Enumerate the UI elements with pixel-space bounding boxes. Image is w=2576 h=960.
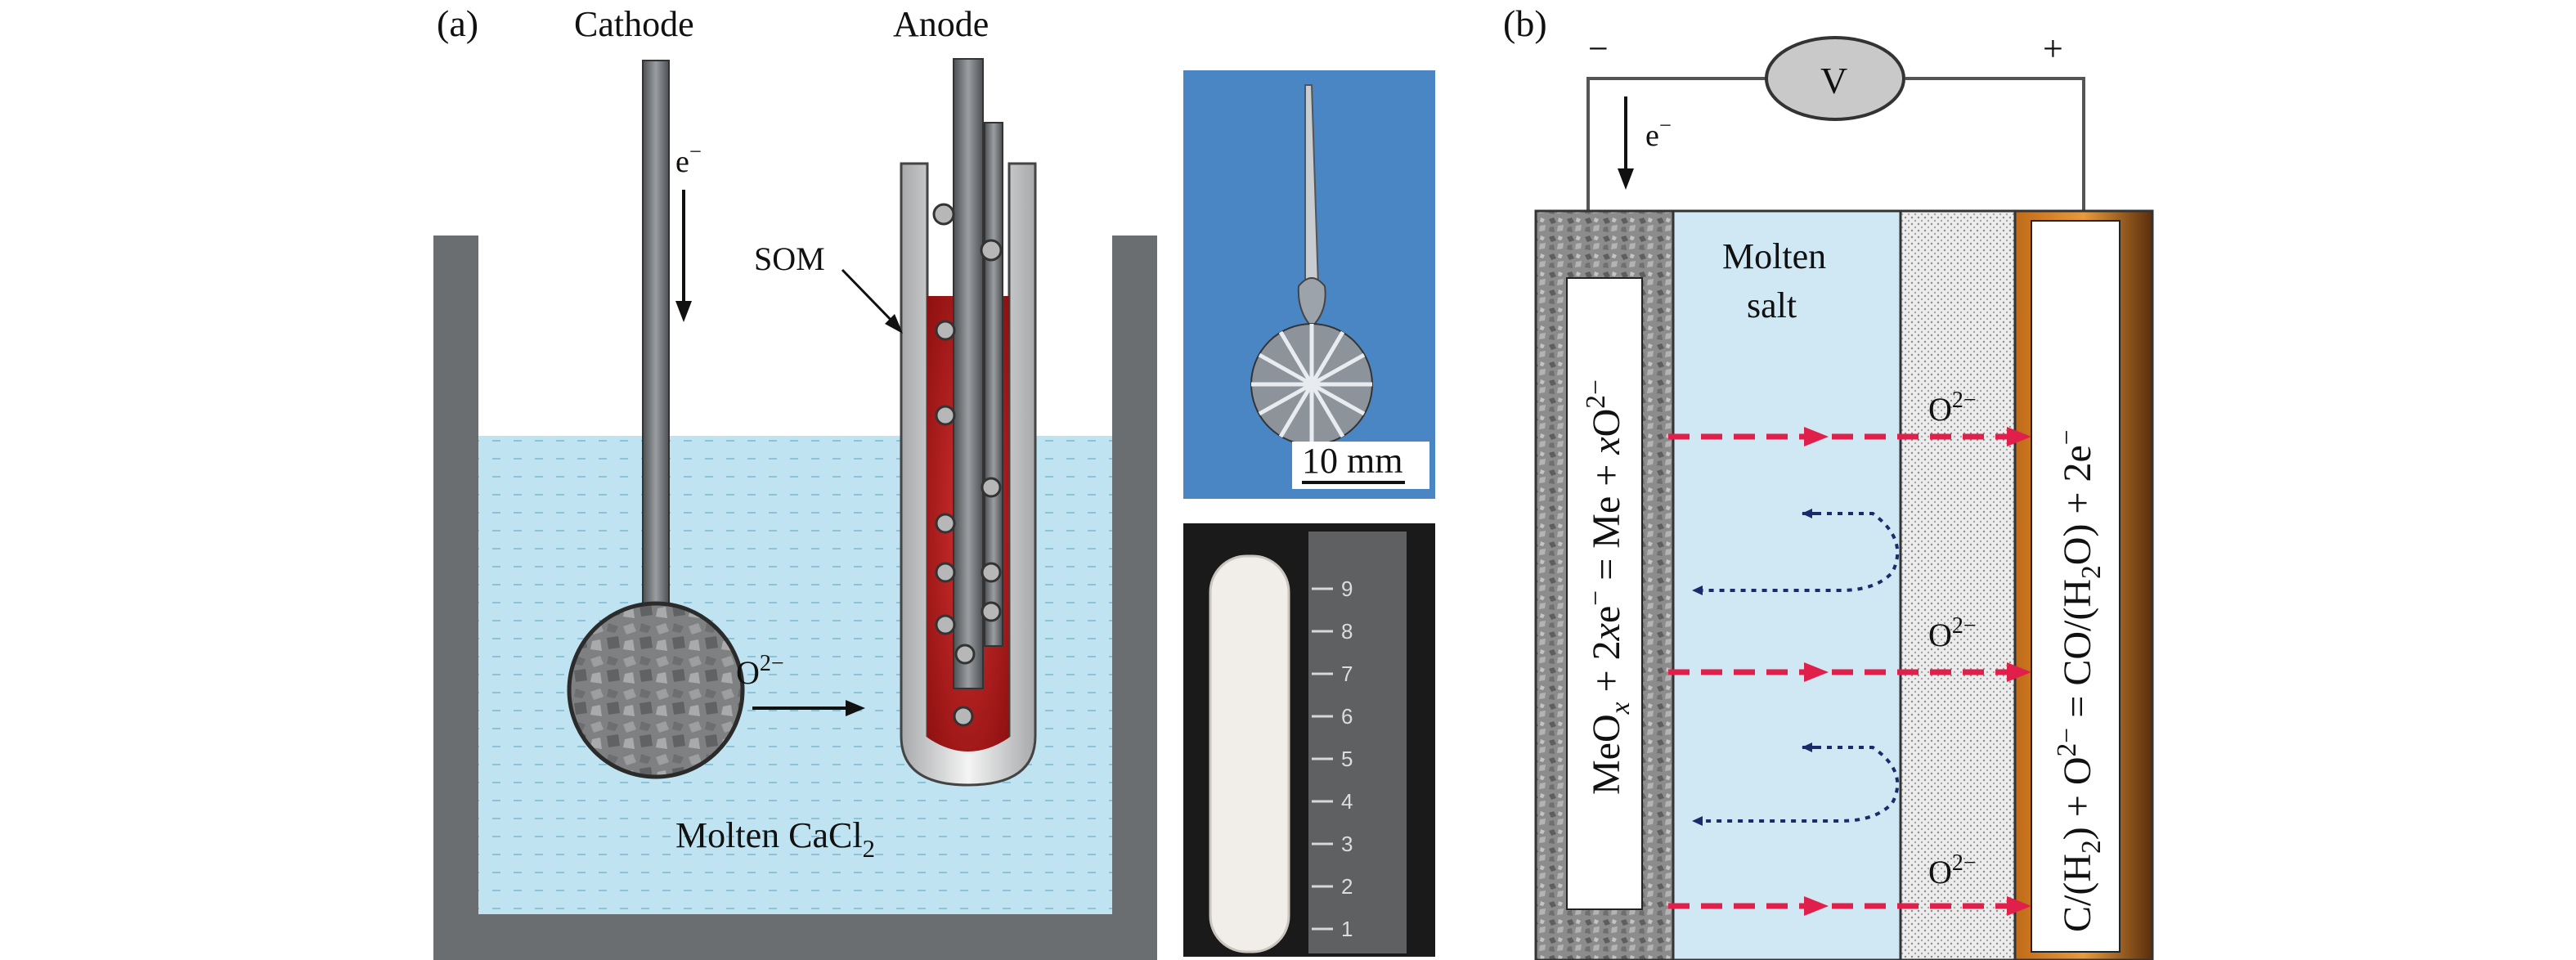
anode-reaction-equation: C/(H2) + O2− = CO/(H2O) + 2e− — [2052, 429, 2107, 932]
bubble — [935, 513, 956, 534]
panel-a: (a) Cathode Anode e− O2− — [433, 2, 1157, 960]
cathode-reaction-strip — [1566, 277, 1643, 910]
ruler-tick-label: 9 — [1341, 576, 1353, 601]
electron-arrowhead-a — [675, 301, 692, 322]
oxide-ion-arrowhead-1a — [1804, 427, 1829, 446]
molten-salt-layer — [1672, 209, 1902, 960]
photo-cathode-fins — [1251, 324, 1372, 445]
cathode-reaction-equation: MeOx + 2xe− = Me + xO2− — [1581, 379, 1636, 795]
panel-b: (b) − + V e− Molten salt MeOx + 2xe− = M… — [1503, 2, 2154, 960]
oxide-ion-label-b1: O2− — [1928, 388, 1977, 428]
panel-b-label: (b) — [1503, 2, 1547, 44]
photo-ruler — [1308, 532, 1407, 953]
ruler-tick-label: 4 — [1341, 789, 1353, 814]
oxide-ion-flow-arrows — [1668, 427, 2031, 916]
ruler-tick-label: 1 — [1341, 917, 1353, 941]
scale-bar-label: 10 mm — [1302, 441, 1402, 481]
photo-som-tube: 9 8 7 6 5 4 3 2 1 — [1183, 523, 1435, 957]
ruler-tick-label: 7 — [1341, 662, 1353, 686]
crucible-left-wall — [433, 236, 478, 960]
ruler-tick-label: 6 — [1341, 704, 1353, 729]
som-pointer — [841, 268, 898, 327]
bubble — [935, 405, 956, 426]
ruler-tick-label: 5 — [1341, 747, 1353, 771]
crucible-bottom — [433, 914, 1157, 960]
circuit-wire-left — [1586, 77, 1766, 211]
oxide-ion-arrowhead-1b — [2007, 427, 2031, 446]
bubble — [981, 562, 1002, 583]
oxide-ion-label-b2: O2− — [1928, 613, 1977, 653]
molten-salt-label-line2: salt — [1747, 285, 1797, 325]
reflected-ion-loops — [1692, 512, 1900, 826]
bubble — [981, 477, 1002, 498]
oxide-ion-arrowhead-a — [846, 700, 865, 716]
panel-a-label: (a) — [437, 2, 478, 44]
gas-bubbles — [932, 203, 1003, 727]
anode-label: Anode — [893, 4, 989, 44]
photo-cathode: 10 mm — [1183, 70, 1435, 499]
bubble — [935, 320, 956, 341]
cathode-label: Cathode — [574, 4, 694, 44]
photo-cathode-wire-knot — [1297, 277, 1326, 329]
photo-cathode-fan — [1250, 323, 1373, 446]
bubble — [981, 601, 1002, 622]
bubble — [935, 562, 956, 583]
bubble — [935, 614, 956, 635]
bubble — [953, 706, 974, 727]
oxide-ion-arrowhead-3a — [1804, 896, 1829, 916]
return-loop-2 — [1692, 746, 1900, 826]
oxide-ion-label-a: O2− — [736, 651, 784, 691]
crucible-right-wall — [1112, 236, 1157, 960]
bubble — [954, 644, 976, 665]
bubble — [932, 203, 955, 226]
oxide-ion-arrowhead-2a — [1804, 662, 1829, 682]
ruler-tick-label: 8 — [1341, 619, 1353, 644]
electron-label-a: e− — [675, 139, 702, 179]
som-pointer-head — [885, 314, 903, 334]
photo-ruler-marks: 9 8 7 6 5 4 3 2 1 — [1312, 576, 1353, 941]
anode-rod — [953, 58, 984, 689]
som-label: SOM — [754, 240, 825, 277]
bubble — [980, 239, 1003, 262]
oxide-ion-arrowhead-3b — [2007, 896, 2031, 916]
som-membrane-layer — [1899, 209, 2017, 960]
molten-salt-label-line1: Molten — [1722, 236, 1826, 276]
electron-arrowhead-b — [1618, 168, 1634, 190]
minus-terminal-label: − — [1588, 29, 1609, 69]
anode-reaction-strip — [2031, 220, 2120, 953]
voltmeter-label: V — [1820, 60, 1847, 101]
electron-label-b: e− — [1645, 113, 1672, 153]
cathode-rod — [642, 60, 670, 666]
ruler-tick-label: 3 — [1341, 832, 1353, 856]
molten-cacl2-label: Molten CaCl2 — [675, 815, 875, 863]
cathode-pellet — [567, 601, 745, 779]
photo-som-tube-body — [1209, 554, 1290, 953]
circuit-wire-right — [1905, 77, 2085, 211]
voltmeter — [1765, 36, 1905, 121]
plus-terminal-label: + — [2043, 29, 2063, 69]
oxide-ion-label-b3: O2− — [1928, 850, 1977, 890]
ruler-tick-label: 2 — [1341, 874, 1353, 899]
oxide-ion-arrowhead-2b — [2007, 662, 2031, 682]
